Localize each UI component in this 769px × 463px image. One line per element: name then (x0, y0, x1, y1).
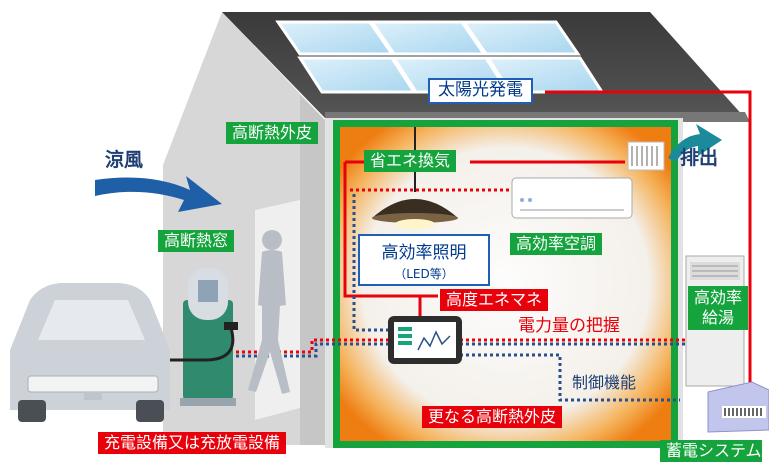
curved-arrow-icon (95, 176, 222, 212)
aircon-label: 高効率空調 (510, 233, 603, 256)
power-monitor-label: 電力量の把握 (518, 316, 620, 336)
pendant-lamp-icon (372, 127, 458, 229)
water-heater-label-line1: 高効率 (694, 288, 743, 307)
lighting-label-box: 高効率照明 （LED等） (358, 234, 490, 286)
water-heater-label: 高効率 給湯 (688, 286, 749, 330)
solar-label: 太陽光発電 (428, 78, 533, 104)
car-icon (10, 283, 170, 422)
breeze-label: 涼風 (105, 149, 144, 171)
ev-charger-icon (160, 268, 238, 406)
curved-arrow-icon (668, 124, 722, 162)
charger-label: 充電設備又は充放電設備 (98, 432, 287, 455)
lighting-label: 高効率照明 (381, 243, 467, 263)
hems-label: 高度エネマネ (440, 289, 549, 312)
ventilation-label: 省エネ換気 (364, 150, 457, 173)
water-heater-label-line2: 給湯 (702, 308, 735, 327)
window-label: 高断熱窓 (158, 230, 235, 253)
house-gable-shade (300, 95, 325, 445)
solar-panel-icon (275, 20, 605, 94)
air-conditioner-icon (511, 177, 633, 219)
control-label: 制御機能 (572, 373, 637, 392)
storage-battery-icon (707, 381, 769, 433)
exhaust-label: 排出 (680, 147, 719, 169)
lighting-note: （LED等） (394, 267, 454, 281)
envelope-label: 高断熱外皮 (226, 122, 319, 145)
envelope-more-label: 更なる高断熱外皮 (422, 406, 563, 429)
battery-label: 蓄電システム (660, 440, 762, 463)
vent-grille-icon (627, 141, 665, 171)
person-silhouette-icon (248, 230, 290, 394)
hems-tablet-icon (388, 316, 462, 364)
